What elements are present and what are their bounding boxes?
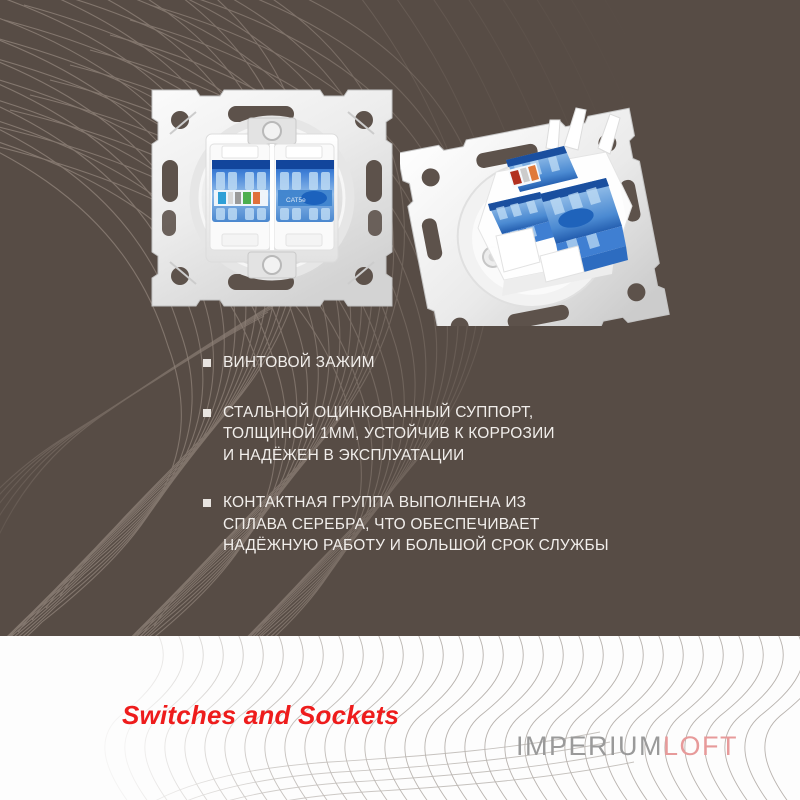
bullet-square-icon [203,359,211,367]
bullet-square-icon [203,408,211,417]
watermark-imperium: IMPERIUM [516,731,663,761]
bullet-square-icon [203,499,211,507]
feature-text-screw-terminal: ВИНТОВОЙ ЗАЖИМ [223,354,375,371]
feature-list: ВИНТОВОЙ ЗАЖИМ СТАЛЬНОЙ ОЦИНКОВАННЫЙ СУП… [203,352,673,583]
brand-title: Switches and Sockets [122,700,400,730]
brown-background-panel: CAT5e [0,0,800,636]
feature-item-steel-support: СТАЛЬНОЙ ОЦИНКОВАННЫЙ СУППОРТ, ТОЛЩИНОЙ … [203,402,673,467]
product-image-left: CAT5e [136,82,408,314]
watermark-imperiumloft: IMPERIUMLOFT [516,733,738,760]
product-image-right [400,86,672,326]
feature-text-silver-alloy-contacts: КОНТАКТНАЯ ГРУППА ВЫПОЛНЕНА ИЗ СПЛАВА СЕ… [223,494,609,554]
watermark-loft: LOFT [663,731,739,761]
topographic-contour-pattern-lower [104,636,800,800]
footer-band [0,636,800,800]
feature-item-silver-alloy-contacts: КОНТАКТНАЯ ГРУППА ВЫПОЛНЕНА ИЗ СПЛАВА СЕ… [203,492,673,557]
feature-item-screw-terminal: ВИНТОВОЙ ЗАЖИМ [203,352,673,374]
svg-text:CAT5e: CAT5e [286,197,306,204]
feature-text-steel-support: СТАЛЬНОЙ ОЦИНКОВАННЫЙ СУППОРТ, ТОЛЩИНОЙ … [223,403,555,464]
